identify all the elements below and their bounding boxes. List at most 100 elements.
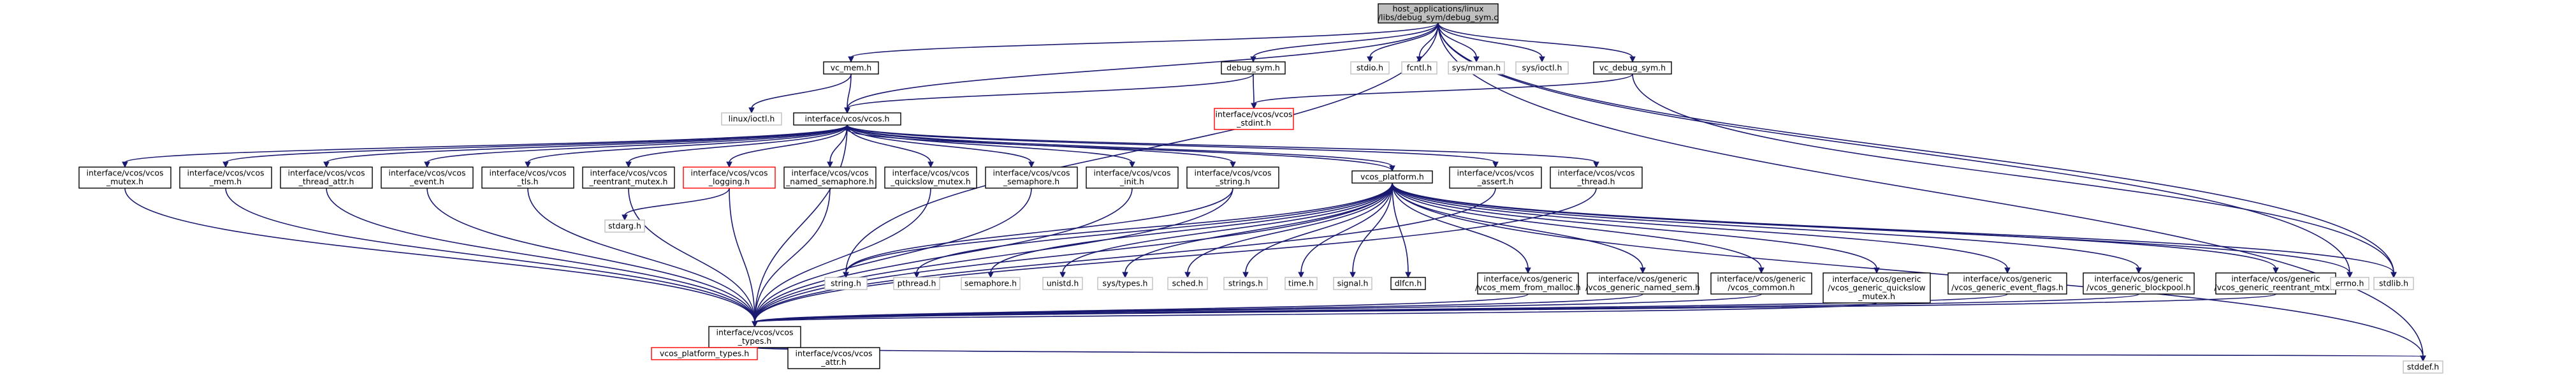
node-label: /libs/debug_sym/debug_sym.c [1378,13,1499,22]
edge-arrow-vcos_platform-to-errno [2347,272,2353,279]
edge-arrow-vcos_platform-to-gen_mem_malloc [1525,267,1531,274]
edge-vcos_h-to-vcos_assert [847,124,1496,163]
node-label: interface/vcos/generic [1483,274,1572,284]
node-gen-blockpool[interactable]: interface/vcos/generic/vcos_generic_bloc… [2083,272,2195,295]
node-vcos-thread[interactable]: interface/vcos/vcos_thread.h [1550,166,1643,189]
node-pthread[interactable]: pthread.h [893,277,940,290]
node-vcos-attr[interactable]: interface/vcos/vcos_attr.h [787,347,880,369]
node-stdarg[interactable]: stdarg.h [604,219,645,233]
node-gen-reentrant[interactable]: interface/vcos/generic/vcos_generic_reen… [2214,272,2338,295]
node-box [893,277,940,290]
node-sched[interactable]: sched.h [1167,277,1208,290]
edge-arrow-vcos_h-to-vcos_platform [1389,165,1395,172]
node-signal[interactable]: signal.h [1333,277,1372,290]
node-gen-quickslow[interactable]: interface/vcos/generic/vcos_generic_quic… [1823,272,1931,304]
node-label: _string.h [1215,177,1250,186]
node-vcos-named-sem[interactable]: interface/vcos/vcos_named_semaphore.h [783,166,877,189]
node-label: interface/vcos/vcos [716,328,793,337]
node-unistd[interactable]: unistd.h [1042,277,1083,290]
node-box [481,166,574,189]
node-stddef[interactable]: stddef.h [2403,360,2443,374]
node-box [824,277,868,290]
edge-arrow-vcos_h-to-vcos_init [1129,161,1135,168]
node-strings[interactable]: strings.h [1223,277,1268,290]
node-label: interface/vcos/vcos [388,168,465,178]
node-box [1947,272,2067,295]
node-vcos-platform[interactable]: vcos_platform.h [1351,170,1433,184]
edge-arrow-vcos_platform-to-strings [1242,272,1249,279]
node-vcos-reentrant-mutex[interactable]: interface/vcos/vcos_reentrant_mutex.h [582,166,675,189]
edge-arrow-vc_debug_sym-to-vcos_stdint [1251,103,1257,110]
node-vc-mem[interactable]: vc_mem.h [823,61,879,75]
edge-arrow-vcos_platform-to-stdlib [2390,272,2397,279]
edge-vcos_h-to-vcos_types [754,124,848,323]
node-errno[interactable]: errno.h [2330,277,2369,290]
node-label: _attr.h [820,357,847,367]
edge-arrow-vcos_h-to-vcos_mem [222,161,229,168]
node-sys-types[interactable]: sys/types.h [1097,277,1153,290]
node-label: dlfcn.h [1395,278,1422,288]
edge-arrow-root-to-sys_ioctl [1539,56,1545,63]
edge-root-to-debug_sym_h [1253,22,1439,58]
node-gen-common[interactable]: interface/vcos/generic/vcos_common.h [1710,272,1812,295]
node-vcos-string[interactable]: interface/vcos/vcos_string.h [1186,166,1279,189]
edge-vcos_string-to-vcos_types [754,188,1233,323]
node-vcos-types[interactable]: interface/vcos/vcos_types.h [708,326,801,348]
node-vcos-mem[interactable]: interface/vcos/vcos_mem.h [179,166,272,189]
node-label: interface/vcos/generic [1963,274,2051,284]
node-vcos-tls[interactable]: interface/vcos/vcos_tls.h [481,166,574,189]
node-vcos-thread-attr[interactable]: interface/vcos/vcos_thread_attr.h [280,166,373,189]
node-label: _thread.h [1576,177,1615,186]
node-vcos-quickslow[interactable]: interface/vcos/vcos_quickslow_mutex.h [884,166,977,189]
node-linux-ioctl[interactable]: linux/ioctl.h [721,112,782,126]
node-vcos-event[interactable]: interface/vcos/vcos_event.h [381,166,474,189]
node-sys-ioctl[interactable]: sys/ioctl.h [1515,61,1569,75]
node-stdlib[interactable]: stdlib.h [2373,277,2414,290]
node-semaphore[interactable]: semaphore.h [961,277,1021,290]
edge-vcos_event-to-vcos_types [426,188,755,323]
node-time[interactable]: time.h [1284,277,1318,290]
node-label: signal.h [1337,278,1369,288]
node-vcos-h[interactable]: interface/vcos/vcos.h [793,112,901,126]
node-label: _tls.h [516,177,538,186]
node-box [1401,61,1437,75]
edge-vcos_mutex-to-vcos_types [124,188,755,323]
edge-arrow-vcos_logging-to-stdarg [622,214,628,221]
node-fcntl[interactable]: fcntl.h [1401,61,1437,75]
node-gen-mem-malloc[interactable]: interface/vcos/generic/vcos_mem_from_mal… [1475,272,1581,295]
edge-arrow-vcos_h-to-vcos_quickslow [928,161,934,168]
node-label: _thread_attr.h [298,177,354,186]
node-box [1390,277,1426,290]
node-box [2373,277,2414,290]
node-label: _semaphore.h [1003,177,1059,186]
node-vcos-stdint[interactable]: interface/vcos/vcos_stdint.h [1214,108,1294,130]
edge-vcos_h-to-vcos_platform [847,124,1393,167]
node-gen-named-sem[interactable]: interface/vcos/generic/vcos_generic_name… [1585,272,1700,295]
edge-vcos_reentrant_mutex-to-vcos_types [628,188,755,323]
node-box [793,112,901,126]
edge-arrow-gen_reentrant-to-vcos_types [752,321,758,328]
edge-root-to-stddef [1437,22,2424,357]
node-stdio[interactable]: stdio.h [1350,61,1390,75]
node-box [1448,61,1505,75]
node-vcos-semaphore[interactable]: interface/vcos/vcos_semaphore.h [985,166,1078,189]
node-gen-event-flags[interactable]: interface/vcos/generic/vcos_generic_even… [1947,272,2067,295]
node-vc-debug-sym[interactable]: vc_debug_sym.h [1593,61,1672,75]
node-vcos-logging[interactable]: interface/vcos/vcos_logging.h [683,166,776,189]
node-vcos-mutex[interactable]: interface/vcos/vcos_mutex.h [78,166,171,189]
node-sys-mman[interactable]: sys/mman.h [1448,61,1505,75]
node-box [1587,272,1699,295]
node-root[interactable]: host_applications/linux/libs/debug_sym/d… [1378,3,1499,24]
node-debug-sym-h[interactable]: debug_sym.h [1221,61,1286,75]
node-vcos-init[interactable]: interface/vcos/vcos_init.h [1086,166,1179,189]
edge-root-to-sys_mman [1437,22,1477,58]
node-label: vcos_platform_types.h [660,348,749,358]
node-vcos-assert[interactable]: interface/vcos/vcos_assert.h [1449,166,1542,189]
edge-vcos_platform-to-gen_reentrant [1392,182,2276,269]
edge-vcos_h-to-vcos_tls [527,124,848,163]
node-dlfcn[interactable]: dlfcn.h [1390,277,1426,290]
edge-gen_quickslow-to-vcos_types [754,302,1877,323]
node-vcos-platform-types[interactable]: vcos_platform_types.h [651,347,758,360]
node-string-h[interactable]: string.h [824,277,868,290]
edge-arrow-vcos_h-to-vcos_named_sem [827,161,833,168]
